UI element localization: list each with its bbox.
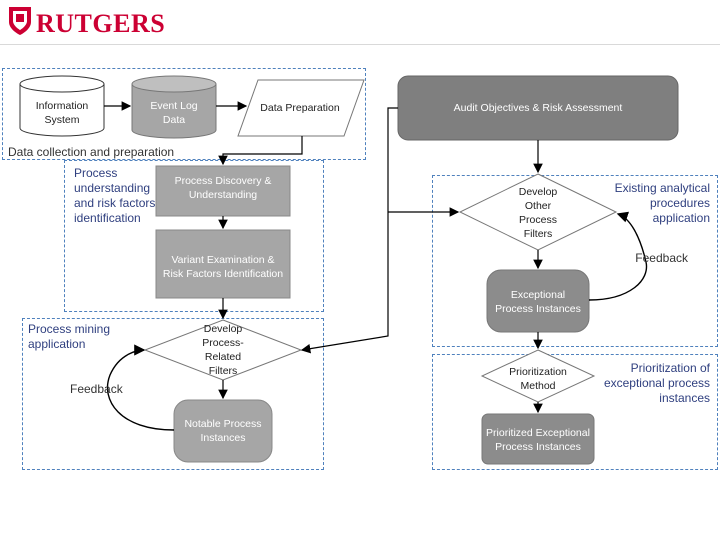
notable-instances-box bbox=[173, 399, 273, 463]
event-log-cylinder bbox=[131, 75, 217, 139]
variant-examination-label: Variant Examination & Risk Factors Ident… bbox=[162, 254, 284, 280]
brand-wordmark: RUTGERS bbox=[36, 8, 166, 38]
data-collection-group bbox=[2, 68, 366, 160]
prioritization-group bbox=[432, 354, 718, 470]
process-discovery-box bbox=[155, 165, 291, 217]
header-divider bbox=[0, 44, 720, 45]
rutgers-shield-icon bbox=[8, 6, 32, 41]
process-filters-label: Develop Process-Related Filters bbox=[202, 323, 244, 377]
prioritization-method-label: Prioritization Method bbox=[509, 366, 567, 392]
existing-analytical-label: Existing analytical procedures applicati… bbox=[614, 181, 710, 225]
audit-objectives-label: Audit Objectives & Risk Assessment bbox=[453, 102, 623, 114]
notable-instances-label: Notable Process Instances bbox=[184, 418, 262, 444]
data-collection-label: Data collection and preparation bbox=[8, 145, 175, 159]
analytical-procedures-group bbox=[432, 175, 718, 347]
rutgers-logo: RUTGERS bbox=[8, 6, 165, 41]
variant-examination-box bbox=[155, 229, 291, 299]
data-preparation-shape bbox=[237, 79, 365, 137]
process-understanding-group bbox=[64, 160, 324, 312]
process-discovery-label: Process Discovery & Understanding bbox=[174, 175, 272, 201]
process-understanding-label: Process understanding and risk factors i… bbox=[74, 166, 156, 225]
prioritized-instances-box bbox=[481, 413, 595, 465]
event-log-label: Event Log Data bbox=[150, 100, 198, 126]
feedback-left-label: Feedback bbox=[70, 382, 123, 396]
feedback-right-label: Feedback bbox=[635, 251, 688, 265]
data-preparation-label: Data Preparation bbox=[260, 102, 340, 114]
process-mining-label: Process mining application bbox=[28, 322, 111, 351]
prioritized-instances-label: Prioritized Exceptional Process Instance… bbox=[486, 427, 590, 453]
information-system-label: Information System bbox=[35, 100, 89, 126]
prioritization-of-label: Prioritization of exceptional process in… bbox=[603, 361, 710, 405]
exceptional-instances-label: Exceptional Process Instances bbox=[495, 289, 581, 315]
information-system-cylinder bbox=[19, 75, 105, 137]
process-mining-group bbox=[22, 318, 324, 470]
other-filters-label: Develop Other Process Filters bbox=[518, 186, 558, 240]
